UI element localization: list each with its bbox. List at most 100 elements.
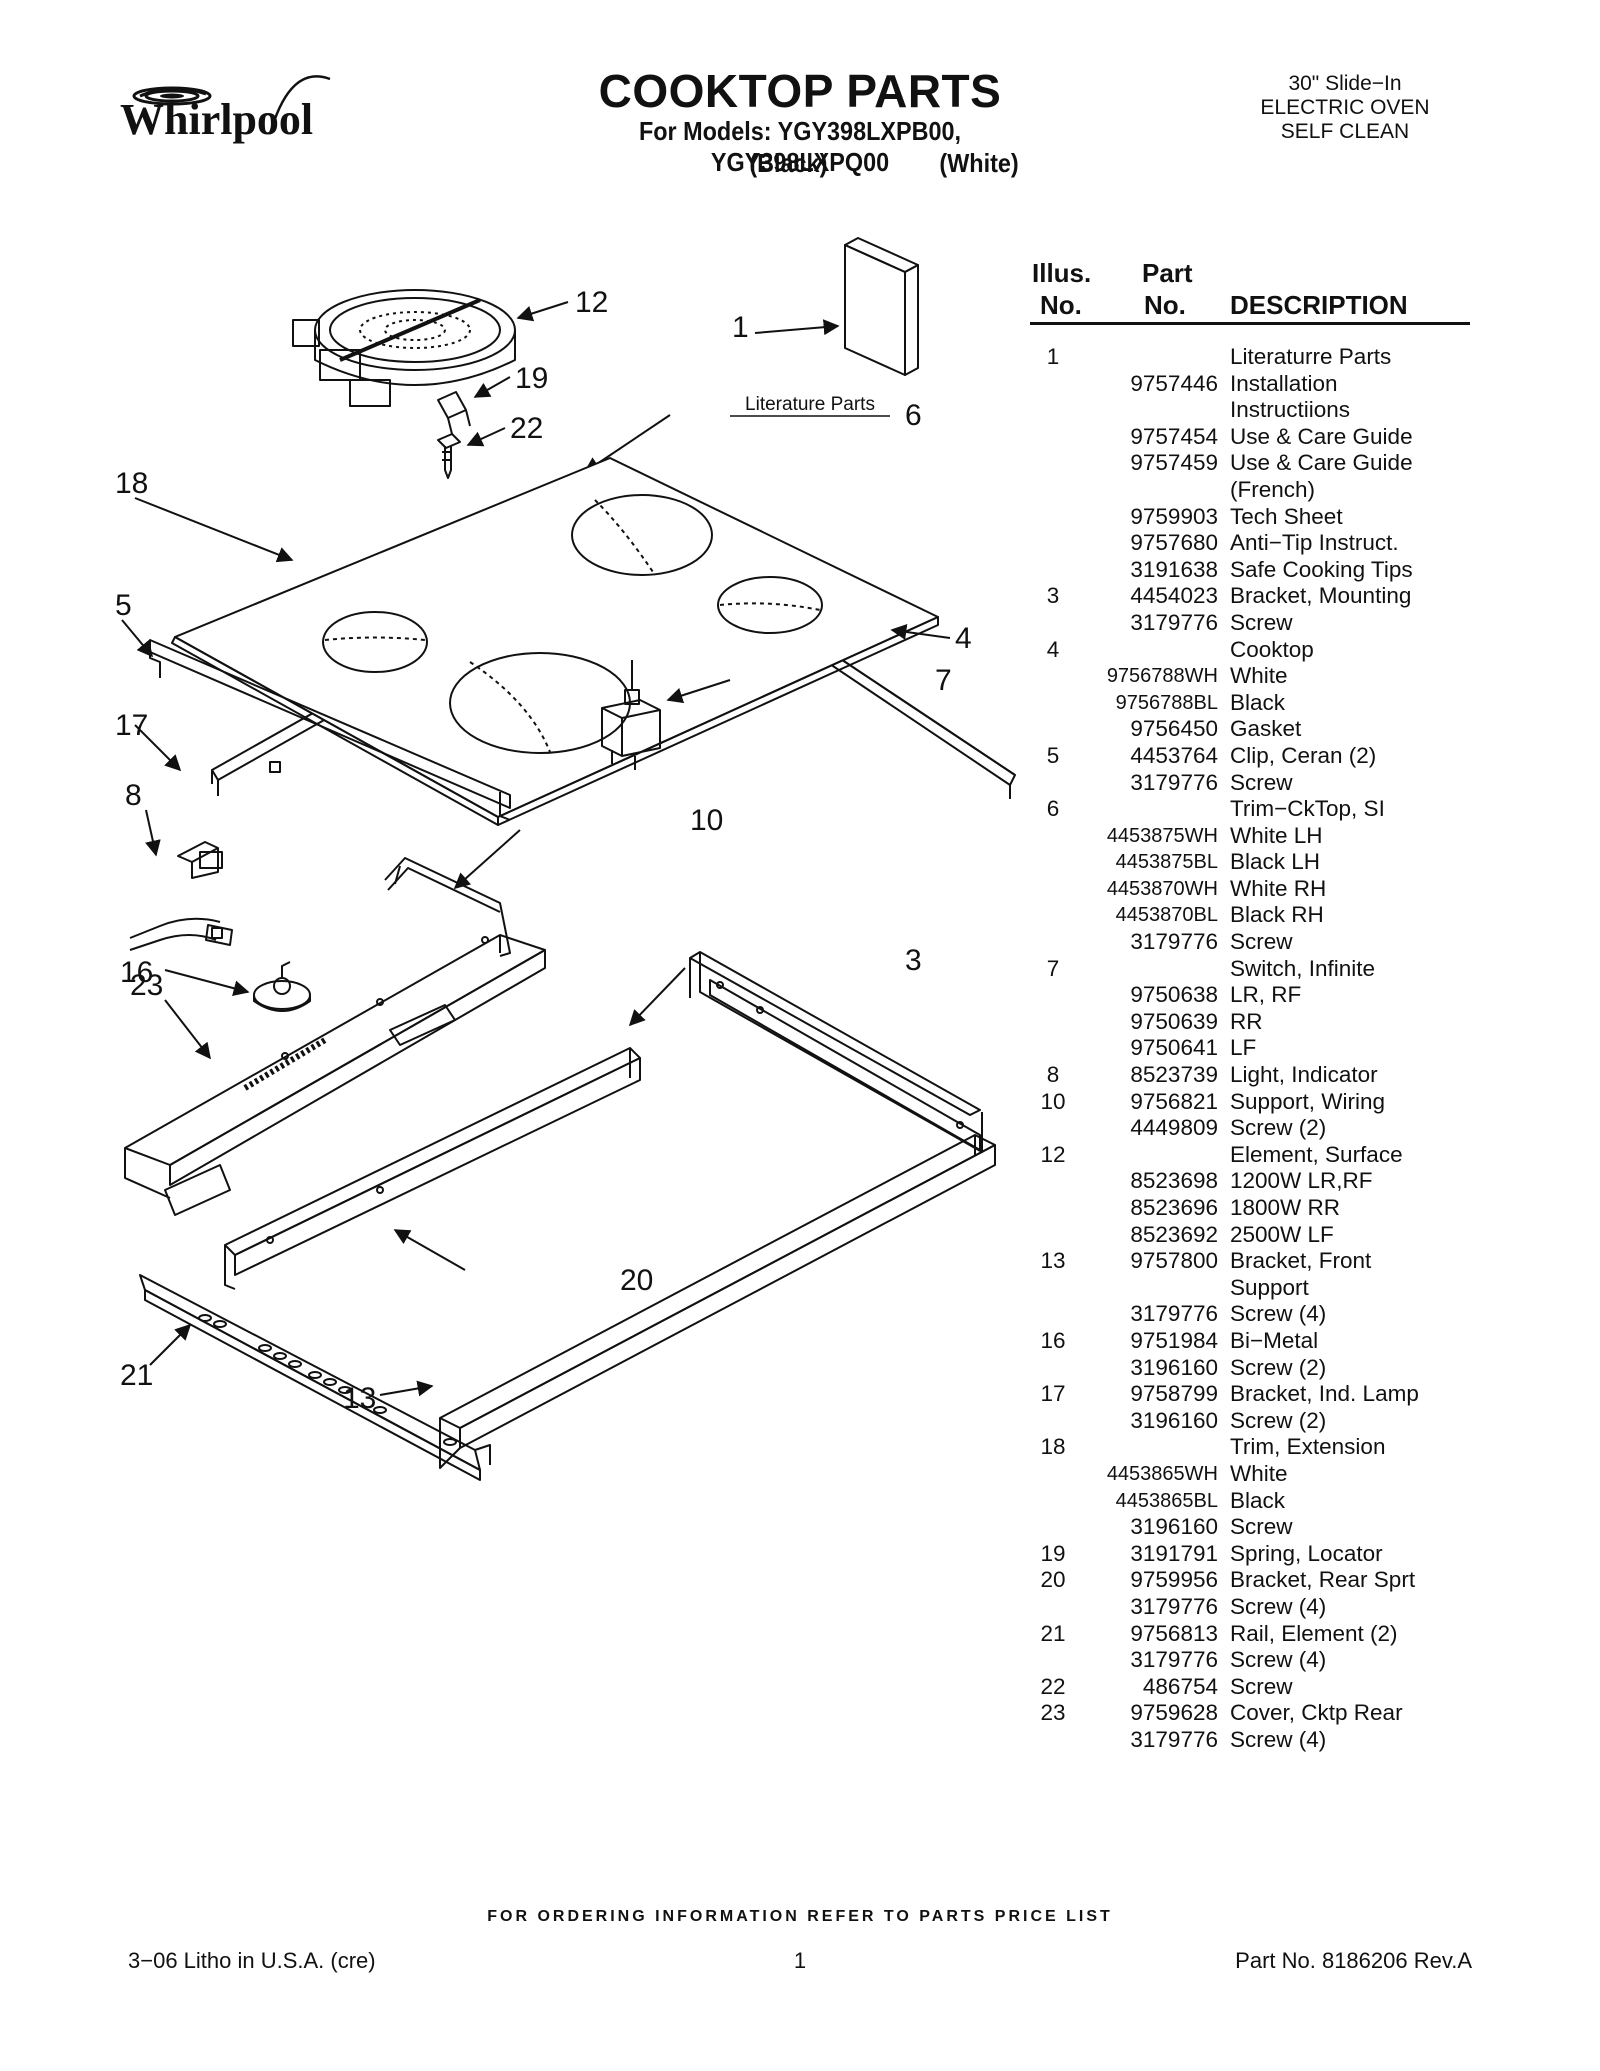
spring-locator — [437, 391, 471, 435]
illus-no: 7 — [1046, 955, 1060, 981]
part-no: 9757800 — [1130, 1248, 1218, 1274]
part-description: Clip, Ceran (2) — [1230, 742, 1377, 768]
part-no: 3179776 — [1130, 1593, 1218, 1619]
part-description: Element, Surface — [1230, 1141, 1403, 1167]
table-row: Support — [1030, 1275, 1470, 1302]
part-no: 4449809 — [1130, 1115, 1218, 1141]
table-row: 3196160 Screw (2) — [1030, 1355, 1470, 1382]
part-no: 3179776 — [1130, 929, 1218, 955]
header-description: DESCRIPTION — [1230, 290, 1408, 320]
part-description: Screw (2) — [1230, 1354, 1327, 1380]
rear-cover — [124, 934, 546, 1216]
color-black-label: (Black) — [749, 148, 828, 178]
part-description: Anti−Tip Instruct. — [1230, 530, 1399, 556]
part-description: Screw — [1230, 1673, 1293, 1699]
callout-3: 3 — [905, 944, 922, 977]
illus-no: 6 — [1046, 796, 1060, 822]
mounting-bracket — [689, 951, 983, 1153]
table-row: 3179776 Screw (4) — [1030, 1727, 1470, 1754]
exploded-parts-diagram: 1 12 19 22 6 18 5 4 7 17 8 10 16 3 23 20… — [115, 237, 1016, 1481]
part-no: 9756788WH — [1106, 665, 1218, 688]
part-no: 4453870BL — [1115, 904, 1218, 927]
callout-6: 6 — [905, 399, 922, 432]
part-description: Screw (2) — [1230, 1115, 1327, 1141]
callout-23: 23 — [130, 969, 163, 1002]
part-no: 9757454 — [1130, 423, 1218, 449]
header-illus: Illus. — [1032, 258, 1092, 288]
part-description: Black — [1230, 689, 1286, 715]
rear-support-bracket — [224, 1047, 641, 1290]
part-description: LF — [1230, 1035, 1257, 1061]
part-description: Screw — [1230, 929, 1293, 955]
part-no: 486754 — [1142, 1673, 1218, 1699]
table-row: Instructiions — [1030, 397, 1470, 424]
part-no: 9750638 — [1130, 982, 1218, 1008]
part-no: 9756821 — [1130, 1088, 1218, 1114]
part-no: 9757680 — [1130, 530, 1218, 556]
part-no: 3196160 — [1130, 1354, 1218, 1380]
color-white-label: (White) — [939, 148, 1019, 178]
illus-no: 8 — [1046, 1062, 1060, 1088]
part-description: Screw (4) — [1230, 1726, 1327, 1752]
callout-4: 4 — [955, 622, 972, 655]
oven-type-line: SELF CLEAN — [1280, 120, 1410, 143]
table-row: 12 Element, Surface — [1030, 1142, 1470, 1169]
callout-19: 19 — [515, 362, 548, 395]
part-description: White LH — [1230, 822, 1323, 848]
indicator-lamp-bracket — [177, 841, 223, 879]
illus-no: 1 — [1046, 344, 1060, 369]
color-labels: (Black) (White) — [540, 148, 1060, 180]
callout-16: 16 — [120, 956, 153, 989]
part-description: Light, Indicator — [1230, 1062, 1378, 1088]
part-description: Use & Care Guide — [1230, 450, 1413, 476]
illus-no: 22 — [1040, 1673, 1066, 1699]
screw — [437, 433, 461, 479]
part-description: LR, RF — [1230, 982, 1302, 1008]
illus-no: 5 — [1046, 742, 1060, 768]
header-rule — [1030, 322, 1470, 325]
part-no: 9759956 — [1130, 1567, 1218, 1593]
callout-18: 18 — [115, 467, 148, 500]
part-no: 8523739 — [1130, 1062, 1218, 1088]
part-no: 8523696 — [1130, 1195, 1218, 1220]
part-no: 3179776 — [1130, 1647, 1218, 1673]
part-description: Bracket, Ind. Lamp — [1230, 1381, 1419, 1407]
part-no: 3179776 — [1130, 1726, 1218, 1752]
part-description: 2500W LF — [1230, 1221, 1334, 1247]
part-description: White — [1230, 663, 1288, 689]
parts-table-header: Illus. No. Part No. DESCRIPTION — [1030, 258, 1470, 325]
part-description: Black RH — [1230, 902, 1324, 928]
illus-no: 23 — [1040, 1700, 1066, 1726]
illus-no: 10 — [1040, 1088, 1066, 1114]
wiring-support — [384, 857, 511, 957]
part-no: 9756813 — [1130, 1620, 1218, 1646]
header-part-no: No. — [1144, 290, 1186, 320]
part-description: Screw (2) — [1230, 1407, 1327, 1433]
litho-note: 3−06 Litho in U.S.A. (cre) — [128, 1948, 376, 1973]
part-description: Rail, Element (2) — [1230, 1620, 1398, 1646]
callout-22: 22 — [510, 412, 543, 445]
part-description: RR — [1230, 1008, 1263, 1034]
literature-parts-booklet — [844, 237, 919, 376]
table-row: 22 486754 Screw — [1030, 1674, 1470, 1701]
illus-no: 12 — [1040, 1141, 1066, 1167]
